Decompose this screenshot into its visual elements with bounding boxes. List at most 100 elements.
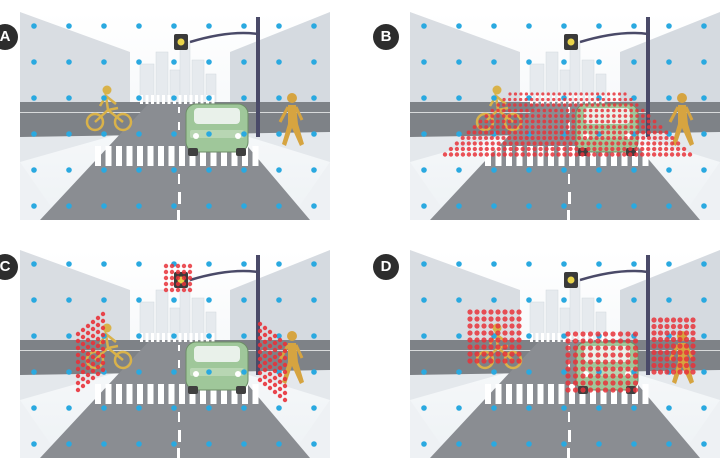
red-dot (472, 130, 477, 135)
red-dot (489, 135, 494, 141)
red-dot (542, 135, 547, 141)
red-dot (588, 130, 593, 135)
crosswalk-stripe (167, 333, 171, 342)
red-dot (587, 352, 594, 358)
red-dot (623, 119, 628, 124)
red-dot (502, 330, 508, 336)
red-dot (562, 141, 567, 146)
crosswalk-stripe (527, 384, 533, 404)
red-dot (612, 119, 616, 124)
blue-dot (491, 23, 497, 29)
red-dot (602, 345, 609, 351)
blue-dot (241, 59, 247, 65)
red-dot (629, 97, 633, 102)
red-dot (670, 349, 677, 356)
crosswalk-stripe (147, 384, 154, 404)
red-dot (495, 358, 501, 364)
red-dot (460, 141, 465, 146)
red-dot (514, 146, 519, 152)
red-dot (448, 152, 454, 157)
blue-dot (526, 333, 532, 339)
left-curb (20, 400, 60, 458)
red-dot (651, 343, 657, 349)
red-dot (595, 366, 601, 372)
red-dot (670, 343, 677, 349)
red-dot (516, 323, 522, 329)
red-dot (460, 135, 465, 141)
blue-dot (276, 23, 282, 29)
red-dot (80, 341, 86, 347)
red-dot (481, 316, 487, 322)
red-dot (664, 362, 670, 369)
red-dot (474, 351, 480, 357)
signal-lamp (567, 38, 575, 46)
red-dot (509, 344, 515, 350)
crosswalk-stripe (195, 95, 198, 104)
red-dot (466, 130, 471, 135)
red-dot (690, 330, 696, 336)
red-dot (571, 125, 576, 129)
lane-dash (178, 174, 180, 184)
red-dot (651, 362, 657, 369)
red-dot (559, 135, 564, 141)
red-dot (546, 92, 550, 96)
red-dot (595, 373, 601, 379)
blue-dot (596, 167, 602, 173)
crosswalk-stripe (116, 146, 122, 166)
red-dot (572, 338, 579, 344)
red-dot (90, 361, 96, 367)
red-dot (80, 376, 86, 382)
red-dot (592, 141, 597, 146)
red-dot (565, 366, 571, 372)
pole-arm (189, 31, 259, 44)
red-dot (509, 330, 515, 336)
red-dot (610, 352, 616, 358)
car-bumper (190, 130, 244, 138)
red-dot (80, 383, 86, 389)
blue-dot (561, 203, 567, 209)
red-dot (595, 345, 601, 351)
red-dot (625, 359, 631, 365)
red-dot (277, 365, 283, 371)
red-dot (513, 103, 517, 107)
red-dot (513, 119, 518, 124)
red-dot (519, 119, 523, 124)
red-dot (75, 373, 81, 379)
red-dot (513, 130, 518, 135)
blue-dot (421, 405, 427, 411)
rider-head (102, 323, 112, 333)
red-dot (85, 379, 91, 385)
red-dot (175, 263, 181, 269)
blue-dot (596, 59, 602, 65)
crosswalk-stripe (621, 384, 628, 404)
red-dot (509, 351, 515, 357)
red-dot (625, 338, 631, 344)
red-dot (495, 130, 500, 135)
crosswalk-stripe (590, 333, 594, 342)
car-icon (185, 341, 249, 394)
red-dot (641, 119, 645, 124)
blue-dot (136, 23, 142, 29)
red-dot (454, 152, 460, 157)
red-dot (524, 125, 529, 129)
red-dot (600, 108, 604, 113)
blue-dot (311, 203, 317, 209)
traffic-light-icon (174, 17, 260, 137)
red-dot (670, 330, 677, 336)
red-dot (495, 135, 500, 141)
red-dot (625, 331, 631, 337)
crosswalk-stripe (569, 384, 575, 404)
red-dot (677, 336, 683, 343)
red-dot (507, 114, 512, 118)
red-dot (100, 325, 106, 331)
red-dot (568, 146, 573, 152)
blue-dot (491, 261, 497, 267)
red-dot (507, 119, 512, 124)
red-dot (529, 103, 534, 107)
blue-dot (596, 441, 602, 447)
red-dot (187, 281, 193, 287)
red-dot (690, 323, 696, 330)
blue-dot (526, 203, 532, 209)
red-dot (595, 359, 601, 365)
red-dot (681, 152, 687, 157)
